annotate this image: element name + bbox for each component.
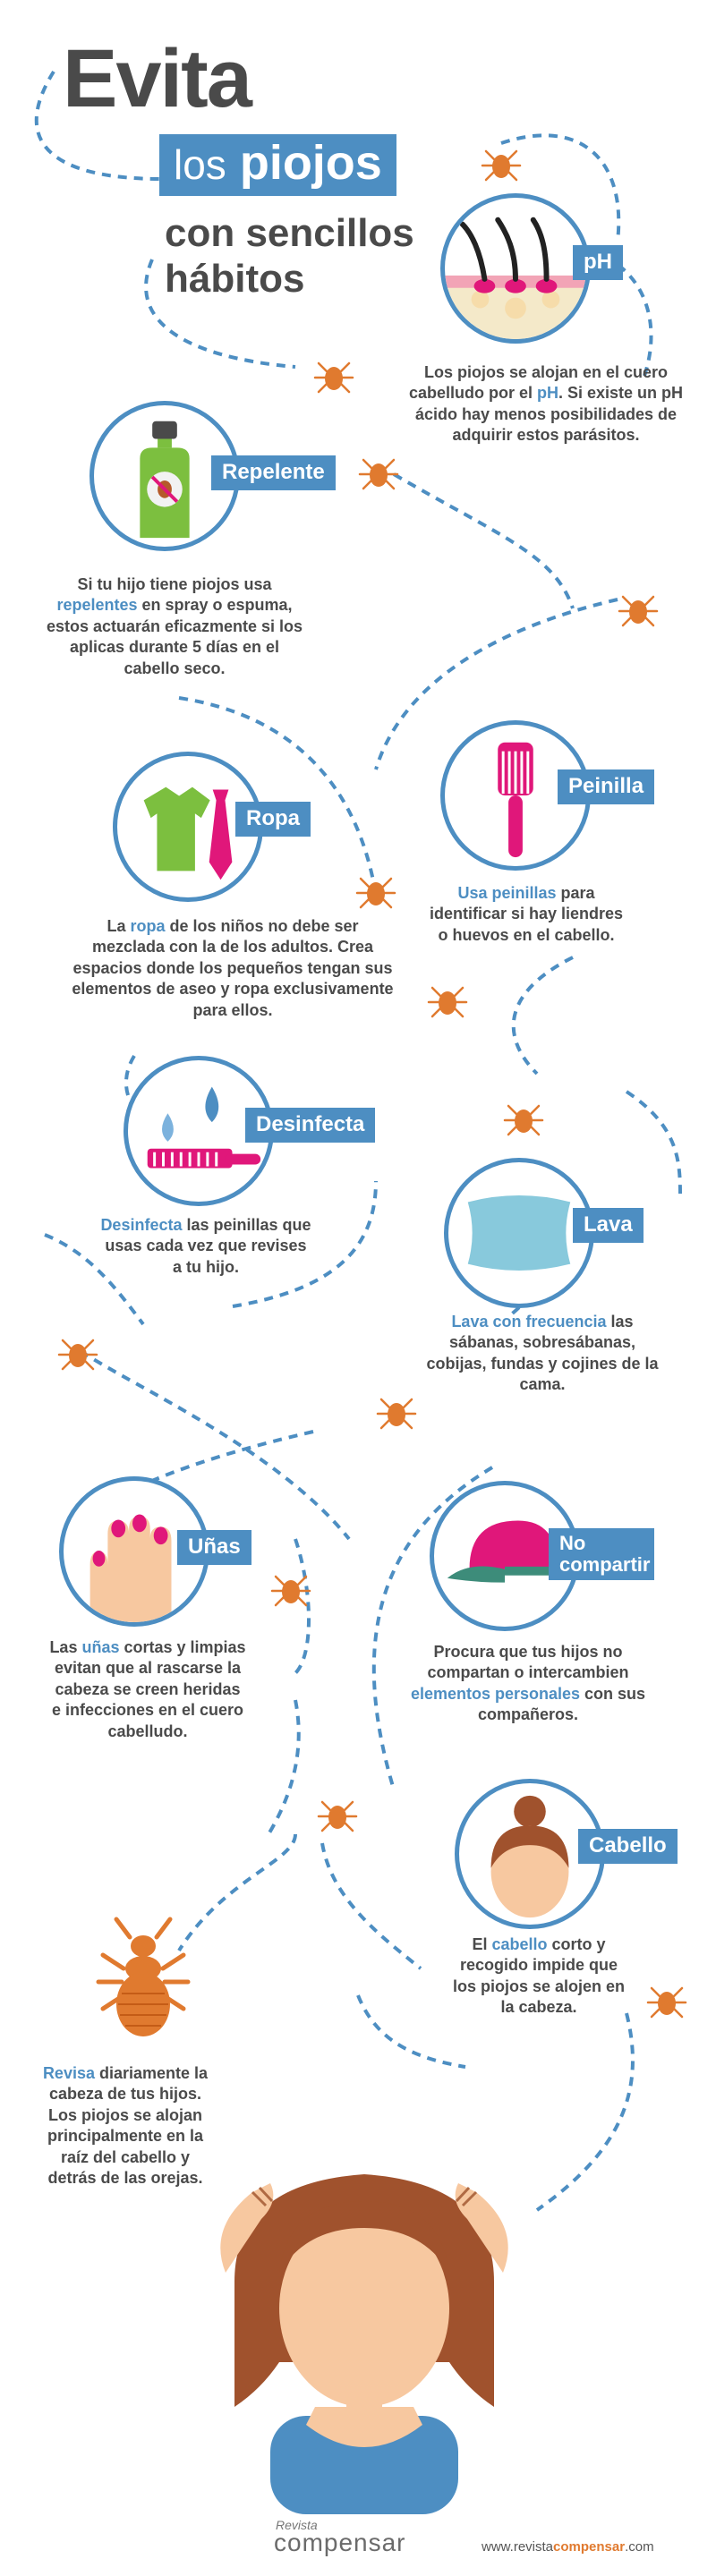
text-desinfecta: Desinfecta las peinillas que usas cada v…	[100, 1216, 311, 1276]
bug-icon	[376, 1398, 417, 1430]
text-cabello: El cabello corto y recogido impide que l…	[452, 1935, 626, 2017]
tag-unas: Uñas	[177, 1530, 251, 1565]
bug-icon	[313, 361, 354, 394]
bug-icon	[481, 149, 522, 182]
girl-scratching-illustration	[220, 2174, 508, 2514]
bug-icon	[358, 458, 399, 490]
text-compartir: Procura que tus hijos no compartan o int…	[410, 1643, 646, 1724]
text-unas: Las uñas cortas y limpias evitan que al …	[49, 1638, 246, 1740]
title-line4: hábitos	[165, 256, 305, 301]
title-highlight-box: los piojos	[159, 134, 396, 196]
pillow-icon	[444, 1158, 594, 1308]
bug-icon	[427, 986, 468, 1018]
text-peinilla: Usa peinillas para identificar si hay li…	[429, 884, 624, 944]
hair-follicle-icon	[440, 193, 591, 344]
title-line3: con sencillos	[165, 211, 414, 255]
bug-icon	[503, 1104, 544, 1136]
bug-icon	[646, 1986, 687, 2019]
tag-repelente: Repelente	[211, 455, 336, 490]
footer-brand-logo: compensar	[274, 2529, 406, 2556]
tag-ropa: Ropa	[235, 802, 311, 837]
tag-no-compartir: No compartir	[549, 1528, 654, 1581]
text-ph: Los piojos se alojan en el cuero cabellu…	[408, 363, 684, 445]
tag-ph: pH	[573, 245, 623, 280]
title-subtitle: con sencillos hábitos	[165, 211, 414, 302]
tag-desinfecta: Desinfecta	[245, 1108, 376, 1143]
text-ropa: La ropa de los niños no debe ser mezclad…	[72, 917, 394, 1019]
title-los: los	[174, 141, 226, 188]
bug-icon	[57, 1339, 98, 1371]
text-repelente: Si tu hijo tiene piojos usa repelentes e…	[46, 575, 303, 677]
louse-icon	[96, 1917, 191, 2036]
bug-icon	[355, 877, 396, 909]
hand-nails-icon	[59, 1476, 209, 1627]
tag-cabello: Cabello	[578, 1829, 678, 1864]
tag-peinilla: Peinilla	[558, 769, 655, 804]
tag-lava: Lava	[573, 1208, 644, 1243]
title-piojos: piojos	[239, 136, 382, 190]
footer-brand-small: Revista	[276, 2518, 318, 2532]
text-lava: Lava con frecuencia las sábanas, sobresá…	[426, 1313, 659, 1394]
bug-icon	[317, 1800, 358, 1832]
bug-icon	[270, 1575, 311, 1607]
footer-url[interactable]: www.revistacompensar.com	[482, 2539, 654, 2555]
title-evita: Evita	[63, 33, 252, 124]
text-revisa: Revisa diariamente la cabeza de tus hijo…	[42, 2064, 209, 2187]
bug-icon	[618, 595, 659, 627]
